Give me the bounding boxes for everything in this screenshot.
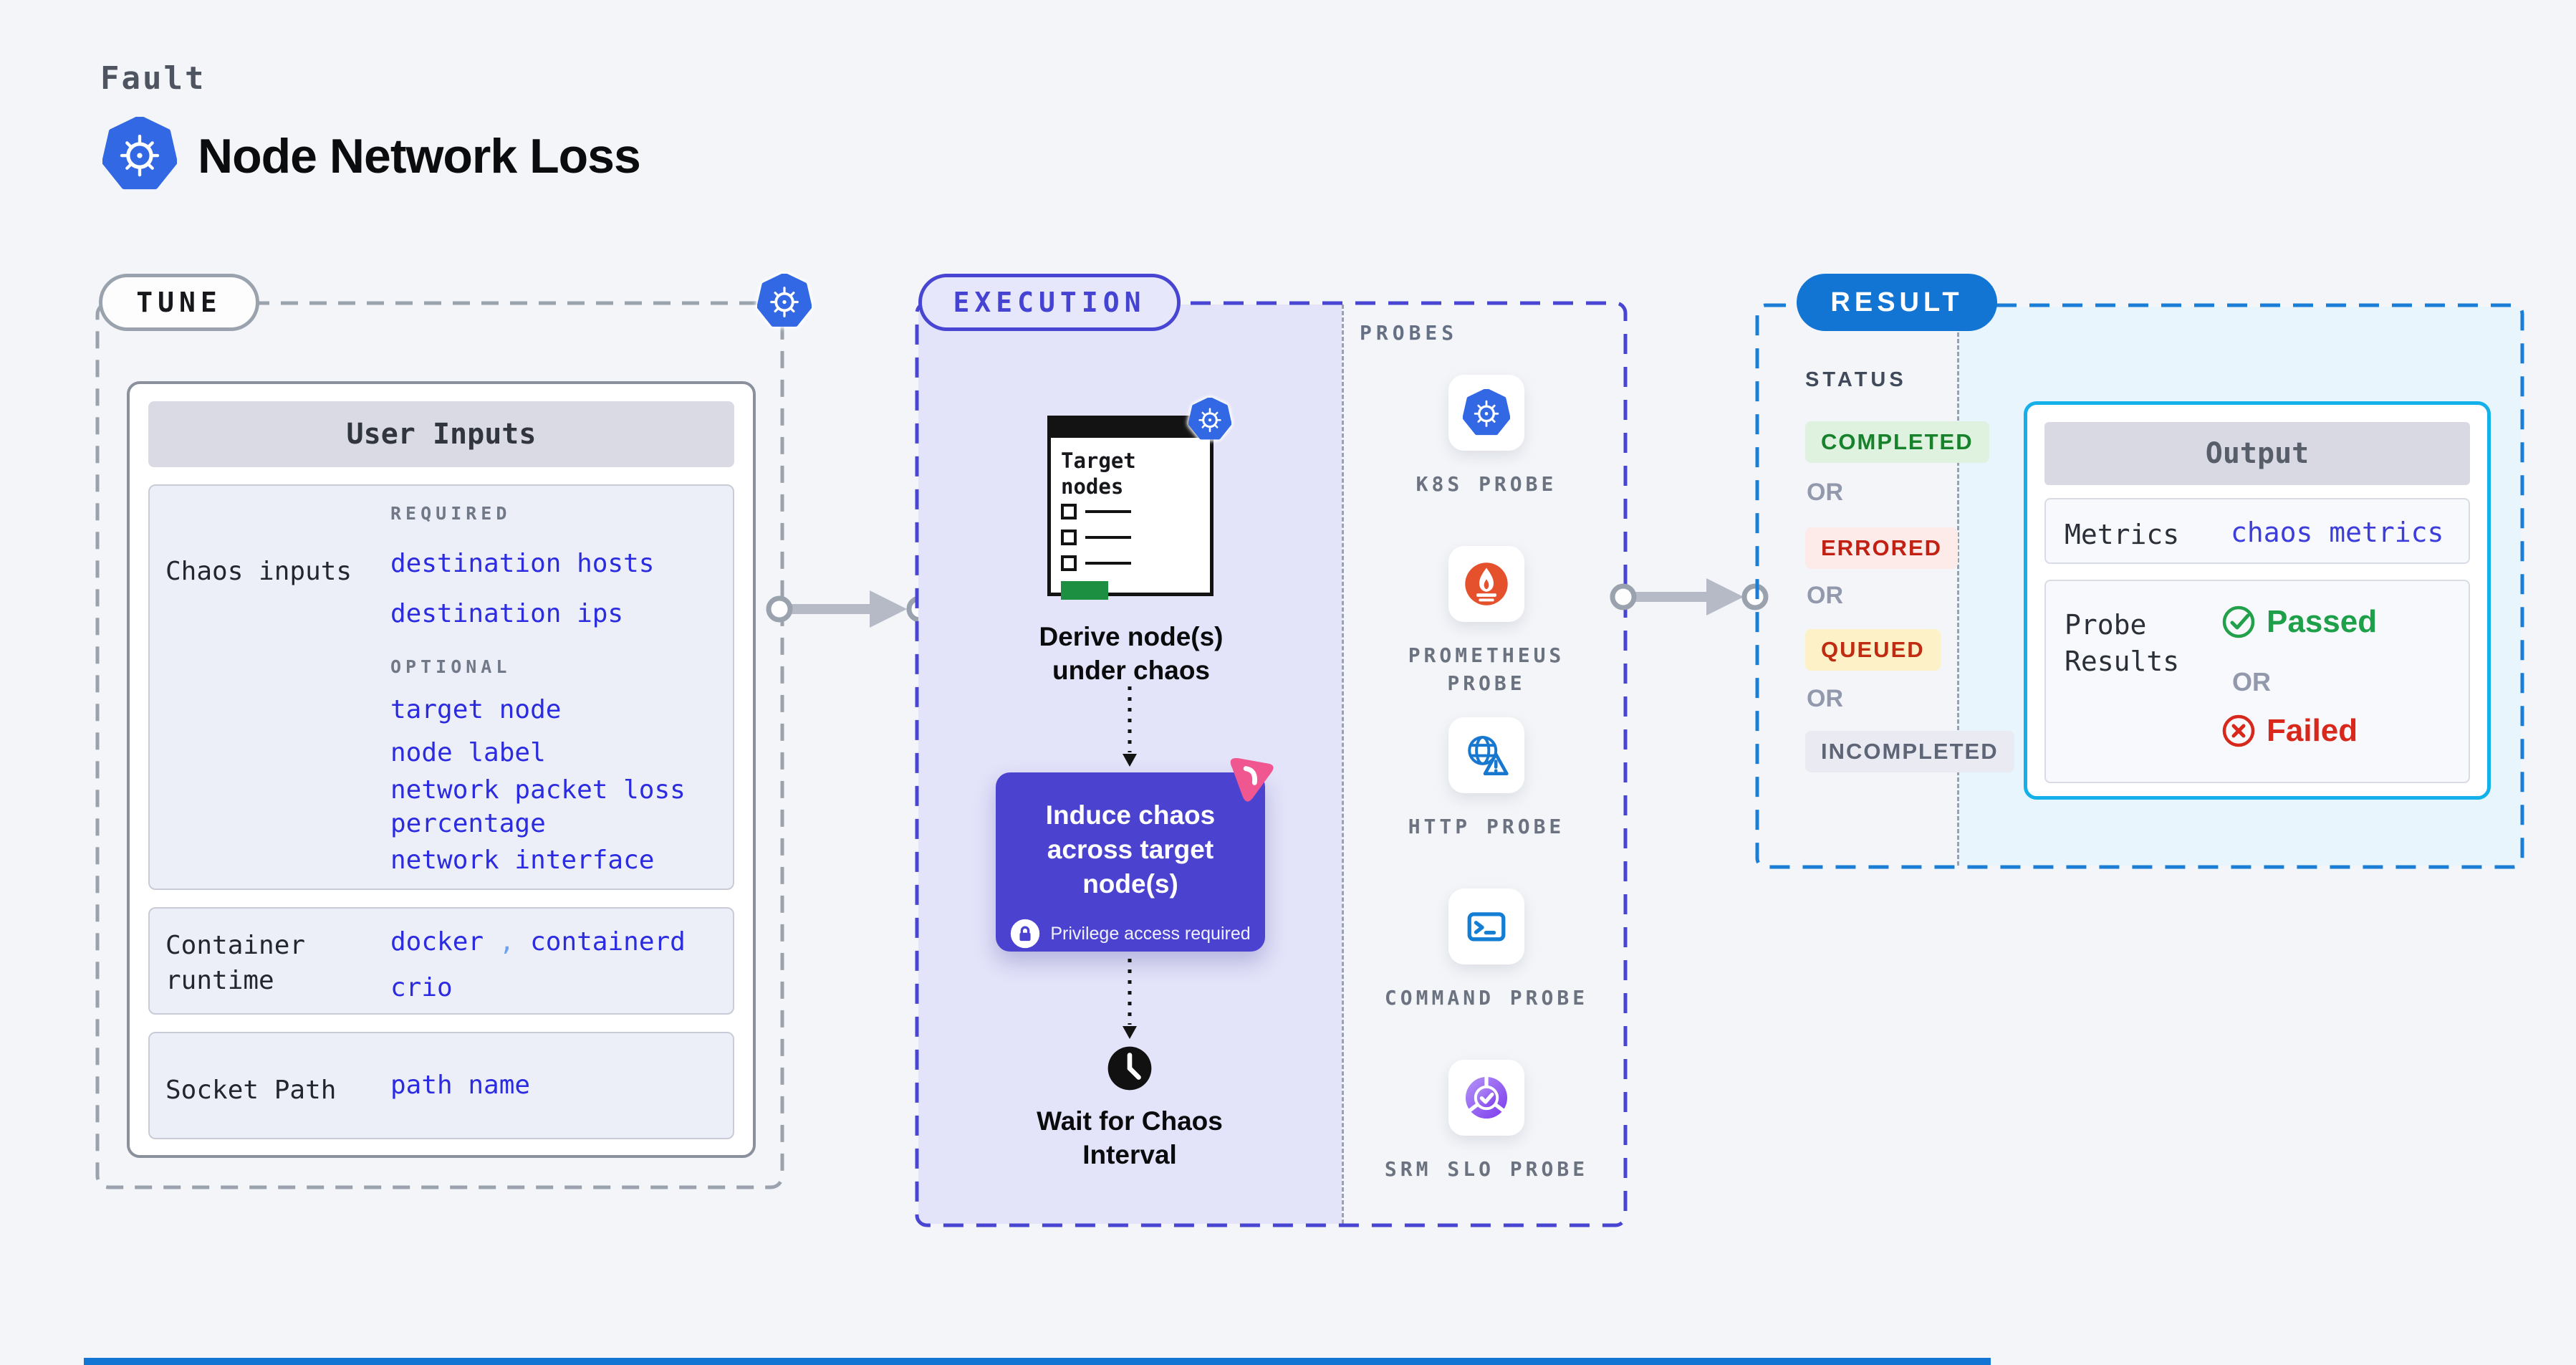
failed-label: Failed	[2267, 713, 2358, 748]
output-header: Output	[2044, 422, 2470, 485]
kubernetes-icon	[1188, 398, 1231, 441]
probe-label: HTTP PROBE	[1408, 815, 1565, 838]
green-button-shape	[1061, 581, 1108, 600]
user-inputs-card: User Inputs REQUIRED Chaos inputs destin…	[127, 381, 756, 1158]
required-label: REQUIRED	[390, 503, 511, 524]
runtime-values: docker , containerd	[390, 927, 686, 957]
result-section-box	[1755, 303, 2524, 869]
kubernetes-icon	[1463, 389, 1510, 436]
derive-nodes-label: Derive node(s) under chaos	[1039, 622, 1224, 685]
page-title: Node Network Loss	[198, 129, 641, 183]
probe-results-label: Probe Results	[2065, 609, 2180, 678]
target-nodes-card: Target nodes	[1047, 416, 1213, 600]
list-line	[1085, 536, 1131, 539]
probe-card-prometheus	[1448, 546, 1524, 622]
socket-path-row: Socket Path path name	[148, 1032, 734, 1139]
probe-card-command	[1448, 889, 1524, 964]
window-title-bar	[1051, 419, 1210, 438]
socket-path-value: path name	[390, 1071, 531, 1100]
runtime-value: crio	[390, 973, 453, 1002]
execution-pill: EXECUTION	[918, 274, 1181, 331]
metrics-value: chaos metrics	[2231, 517, 2444, 548]
or-label: OR	[1807, 685, 1843, 712]
litmus-chaos-icon	[1230, 758, 1274, 802]
execution-probes-divider	[1342, 305, 1344, 1224]
container-runtime-row: Container runtime docker , containerd cr…	[148, 907, 734, 1015]
list-line	[1085, 510, 1131, 513]
terminal-icon	[1467, 912, 1506, 942]
wait-interval-label: Wait for Chaos Interval	[1037, 1106, 1223, 1169]
metrics-label: Metrics	[2065, 519, 2180, 550]
probe-results-row: Probe Results Passed OR Failed	[2044, 580, 2470, 783]
output-card: Output Metrics chaos metrics Probe Resul…	[2024, 401, 2491, 800]
kubernetes-icon	[757, 274, 812, 328]
execution-section-box	[915, 301, 1628, 1227]
chaos-input-value: network packet loss percentage	[390, 775, 686, 838]
or-label: OR	[1807, 479, 1843, 506]
result-divider	[1957, 307, 1959, 866]
chaos-inputs-row: REQUIRED Chaos inputs destination hosts …	[148, 484, 734, 890]
probe-card-k8s	[1448, 375, 1524, 451]
tune-pill: TUNE	[99, 274, 259, 331]
or-label: OR	[2232, 667, 2271, 696]
chaos-input-value: network interface	[390, 846, 655, 875]
status-badge-completed: COMPLETED	[1805, 421, 1989, 463]
dotted-arrow-down	[1123, 959, 1137, 1039]
privilege-access-label: Privilege access required	[1050, 923, 1251, 944]
slo-pie-check-icon	[1465, 1076, 1508, 1119]
status-badge-queued: QUEUED	[1805, 629, 1941, 671]
chaos-input-value: destination ips	[390, 599, 624, 628]
probe-label: SRM SLO PROBE	[1384, 1157, 1589, 1181]
probe-card-srm-slo	[1448, 1060, 1524, 1136]
failed-x-icon	[2222, 714, 2255, 747]
globe-warning-icon	[1468, 735, 1509, 776]
lock-icon	[1011, 919, 1040, 949]
dotted-arrow-down	[1123, 686, 1137, 767]
kubernetes-icon	[102, 117, 177, 191]
chaos-input-value: node label	[390, 738, 546, 767]
flow-arrow	[766, 590, 933, 628]
status-badge-incompleted: INCOMPLETED	[1805, 731, 2014, 772]
or-label: OR	[1807, 582, 1843, 609]
container-runtime-label: Container runtime	[165, 931, 306, 995]
probes-section-label: PROBES	[1360, 321, 1458, 345]
optional-label: OPTIONAL	[390, 656, 511, 677]
status-badge-errored: ERRORED	[1805, 527, 1959, 569]
chaos-inputs-label: Chaos inputs	[165, 557, 352, 586]
checkbox-icon	[1061, 530, 1077, 545]
passed-check-icon	[2222, 605, 2255, 638]
metrics-row: Metrics chaos metrics	[2044, 498, 2470, 564]
prometheus-icon	[1465, 562, 1508, 605]
list-line	[1085, 562, 1131, 565]
status-label: STATUS	[1805, 368, 1907, 391]
probe-label: PROMETHEUS PROBE	[1408, 643, 1565, 696]
result-pill: RESULT	[1797, 274, 1997, 331]
induce-chaos-box: Induce chaos across target node(s) Privi…	[996, 758, 1274, 952]
clock-icon	[1107, 1046, 1152, 1091]
socket-path-label: Socket Path	[165, 1076, 337, 1105]
probe-label: COMMAND PROBE	[1384, 986, 1589, 1010]
fault-label: Fault	[100, 60, 206, 97]
bottom-blue-bar	[84, 1358, 1991, 1365]
checkbox-icon	[1061, 555, 1077, 571]
checkbox-icon	[1061, 504, 1077, 519]
probe-label: K8S PROBE	[1416, 472, 1557, 496]
induce-chaos-label: Induce chaos across target node(s)	[1045, 800, 1216, 899]
tune-section-box	[95, 301, 784, 1189]
probe-card-http	[1448, 717, 1524, 793]
flow-arrow	[1610, 578, 1769, 616]
chaos-input-value: destination hosts	[390, 549, 655, 578]
target-nodes-title: Target nodes	[1061, 449, 1136, 499]
chaos-input-value: target node	[390, 695, 562, 724]
user-inputs-header: User Inputs	[148, 401, 734, 467]
passed-label: Passed	[2267, 604, 2378, 639]
